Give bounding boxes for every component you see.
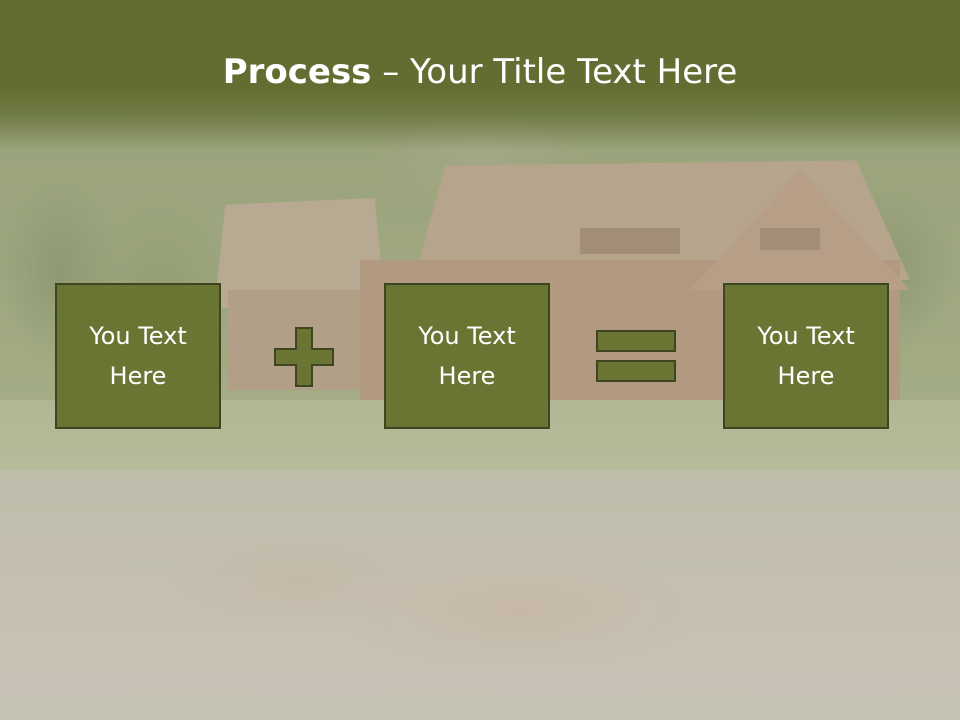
background-lake xyxy=(0,470,960,720)
process-result-box[interactable]: You Text Here xyxy=(723,283,889,429)
lodge-roof-left xyxy=(215,198,385,308)
lodge-window xyxy=(760,228,820,250)
title-bar: Process – Your Title Text Here xyxy=(0,0,960,150)
title-bold-part: Process xyxy=(222,52,372,92)
lodge-window xyxy=(580,228,680,254)
title-rest-part: – Your Title Text Here xyxy=(371,52,738,92)
process-step-1-label: You Text Here xyxy=(89,322,187,390)
equals-icon xyxy=(596,330,676,382)
process-step-2-box[interactable]: You Text Here xyxy=(384,283,550,429)
slide-title[interactable]: Process – Your Title Text Here xyxy=(0,52,960,92)
process-step-1-box[interactable]: You Text Here xyxy=(55,283,221,429)
plus-icon xyxy=(274,327,334,387)
process-result-label: You Text Here xyxy=(757,322,855,390)
process-step-2-label: You Text Here xyxy=(418,322,516,390)
